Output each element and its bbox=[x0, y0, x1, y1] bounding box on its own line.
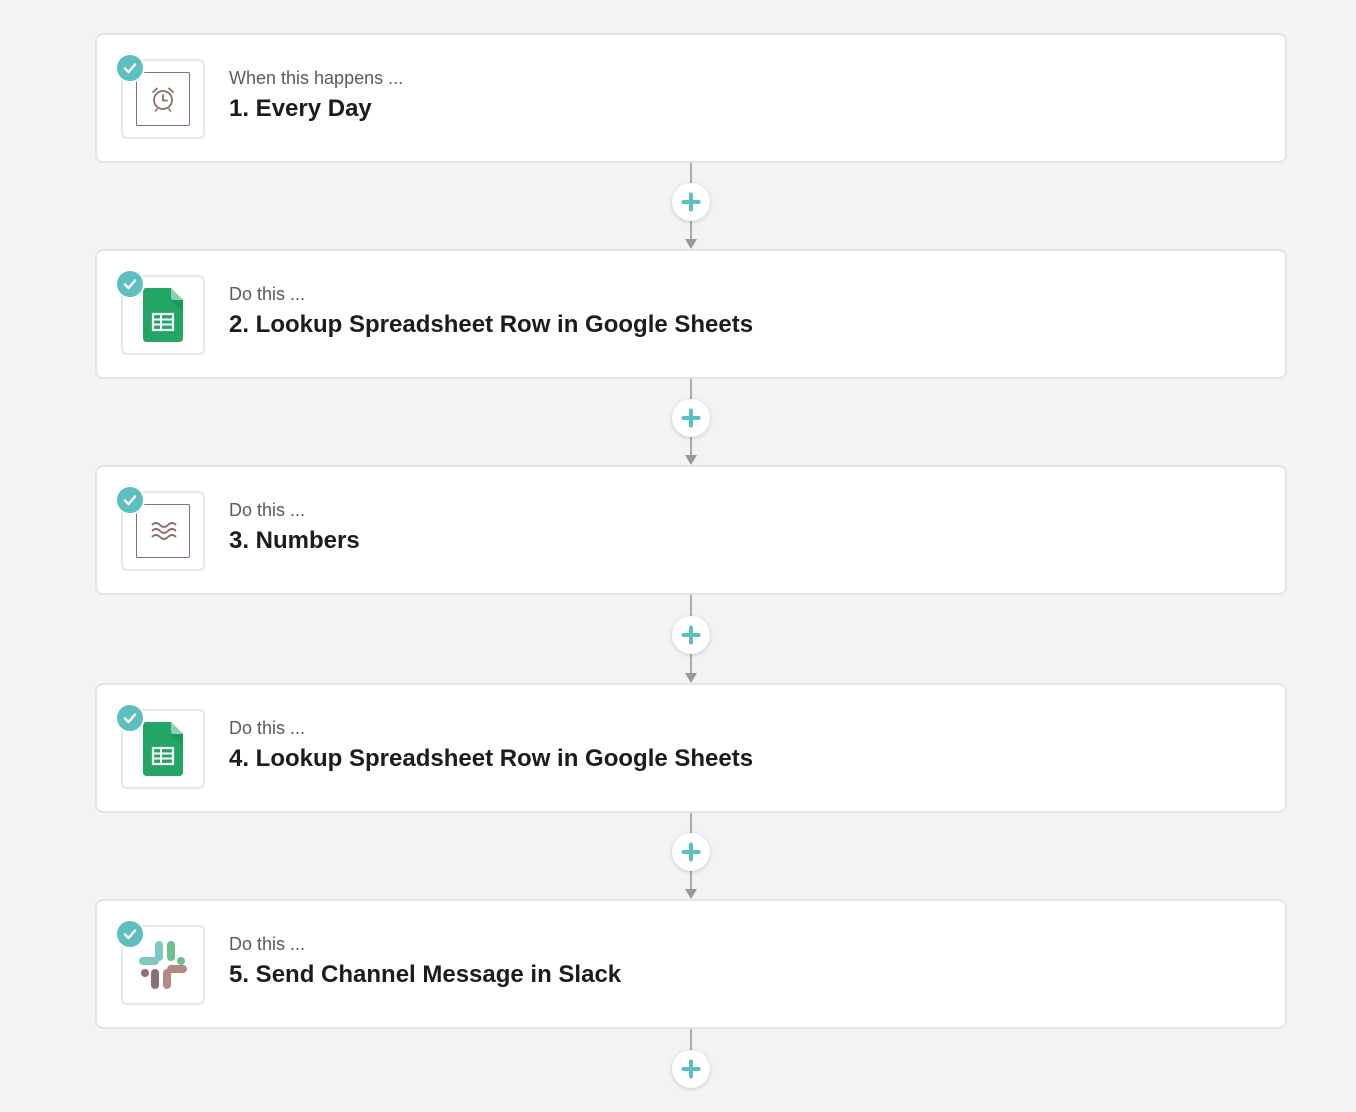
step-connector bbox=[670, 163, 712, 251]
step-kicker: Do this ... bbox=[229, 500, 306, 520]
check-badge-icon bbox=[115, 703, 145, 733]
google-sheets-icon bbox=[143, 722, 183, 776]
step-kicker: Do this ... bbox=[229, 934, 306, 954]
step-connector bbox=[670, 379, 712, 467]
step-card-4[interactable]: Do this ... 4. Lookup Spreadsheet Row in… bbox=[95, 683, 1287, 813]
plus-icon bbox=[681, 842, 701, 862]
arrow-down-icon bbox=[685, 455, 697, 465]
check-badge-icon bbox=[115, 919, 145, 949]
step-card-2[interactable]: Do this ... 2. Lookup Spreadsheet Row in… bbox=[95, 249, 1287, 379]
google-sheets-icon bbox=[143, 288, 183, 342]
step-kicker: Do this ... bbox=[229, 284, 306, 304]
plus-icon bbox=[681, 192, 701, 212]
step-title: 3. Numbers bbox=[229, 527, 360, 554]
app-icon-box bbox=[121, 491, 205, 571]
plus-icon bbox=[681, 1059, 701, 1079]
step-title: 1. Every Day bbox=[229, 95, 372, 122]
slack-icon bbox=[139, 941, 187, 989]
connector-line bbox=[690, 1029, 692, 1051]
step-connector bbox=[670, 813, 712, 901]
step-title: 2. Lookup Spreadsheet Row in Google Shee… bbox=[229, 311, 754, 338]
step-card-5[interactable]: Do this ... 5. Send Channel Message in S… bbox=[95, 899, 1287, 1029]
alarm-clock-icon bbox=[136, 72, 190, 126]
step-title: 5. Send Channel Message in Slack bbox=[229, 961, 622, 988]
step-card-1[interactable]: When this happens ... 1. Every Day bbox=[95, 33, 1287, 163]
plus-icon bbox=[681, 408, 701, 428]
arrow-down-icon bbox=[685, 889, 697, 899]
arrow-down-icon bbox=[685, 673, 697, 683]
step-title: 4. Lookup Spreadsheet Row in Google Shee… bbox=[229, 745, 754, 772]
arrow-down-icon bbox=[685, 239, 697, 249]
add-step-button[interactable] bbox=[672, 399, 710, 437]
add-step-button[interactable] bbox=[672, 183, 710, 221]
check-badge-icon bbox=[115, 269, 145, 299]
step-card-3[interactable]: Do this ... 3. Numbers bbox=[95, 465, 1287, 595]
step-connector bbox=[670, 1029, 712, 1112]
add-step-button[interactable] bbox=[672, 1050, 710, 1088]
step-connector bbox=[670, 595, 712, 685]
formatter-icon bbox=[136, 504, 190, 558]
add-step-button[interactable] bbox=[672, 616, 710, 654]
add-step-button[interactable] bbox=[672, 833, 710, 871]
check-badge-icon bbox=[115, 485, 145, 515]
step-kicker: When this happens ... bbox=[229, 68, 404, 88]
check-badge-icon bbox=[115, 53, 145, 83]
step-kicker: Do this ... bbox=[229, 718, 306, 738]
plus-icon bbox=[681, 625, 701, 645]
